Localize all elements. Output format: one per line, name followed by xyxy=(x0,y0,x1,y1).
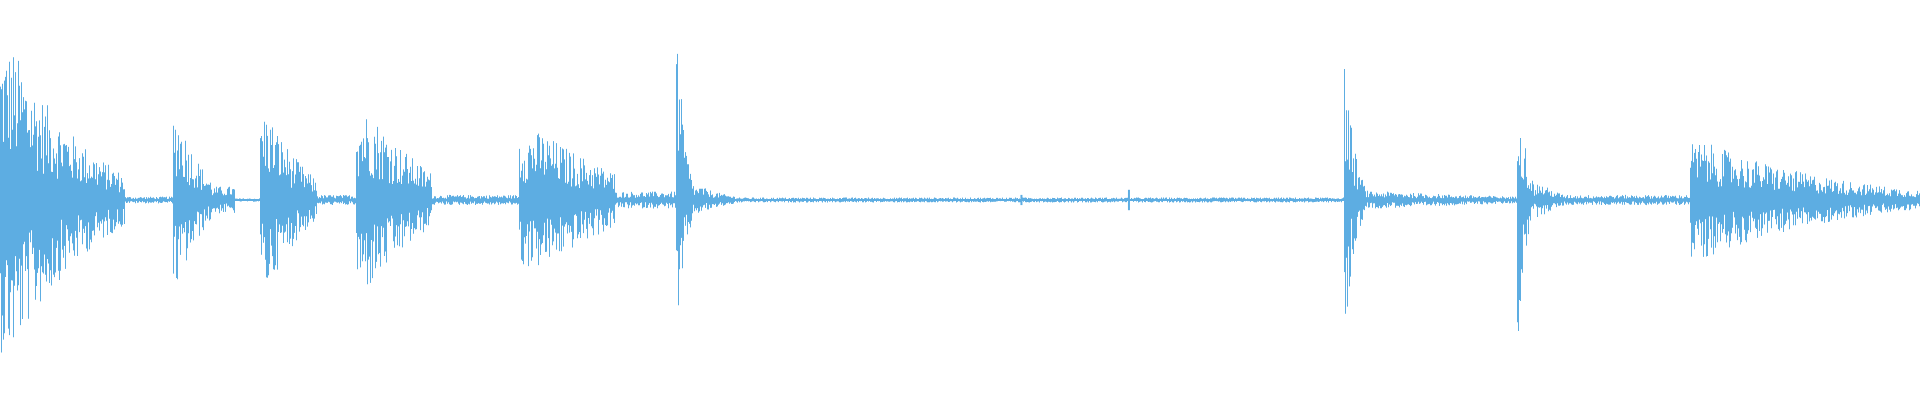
waveform-bars xyxy=(0,53,1920,353)
waveform-path xyxy=(0,53,1920,353)
